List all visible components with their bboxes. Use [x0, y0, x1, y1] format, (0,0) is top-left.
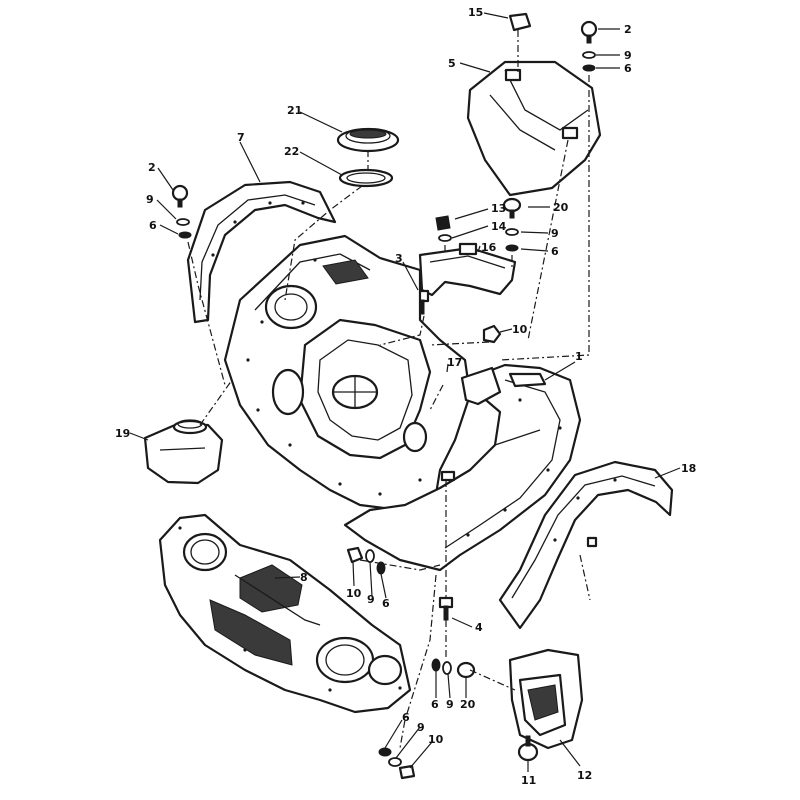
- callout-9: 9: [446, 698, 454, 711]
- part-19-reservoir-tank: [143, 419, 224, 485]
- callout-9: 9: [417, 721, 425, 734]
- hardware-2-9-6-top: [580, 20, 598, 72]
- hardware-2-9-6-left: [171, 184, 192, 239]
- callout-7: 7: [237, 131, 245, 144]
- hardware-13-14: [435, 215, 452, 242]
- callout-5: 5: [448, 57, 456, 70]
- callout-19: 19: [115, 427, 130, 440]
- callout-17: 17: [447, 356, 462, 369]
- part-1-front-fender: [343, 363, 582, 572]
- callout-6: 6: [431, 698, 439, 711]
- part-18-right-fender: [498, 460, 674, 630]
- callout-18: 18: [681, 462, 696, 475]
- callout-20: 20: [553, 201, 569, 214]
- part-5-front-cover: [466, 60, 602, 197]
- part-4-bolt: [438, 596, 454, 621]
- part-22-gasket: [338, 168, 394, 188]
- callout-21: 21: [287, 104, 302, 117]
- callout-9: 9: [367, 593, 375, 606]
- part-main-body: [223, 234, 472, 512]
- hardware-6-9-10-bottom: [378, 747, 416, 780]
- callout-9: 9: [624, 49, 632, 62]
- callout-15: 15: [468, 6, 483, 19]
- callout-11: 11: [521, 774, 536, 787]
- callout-1: 1: [575, 350, 583, 363]
- part-10-nut-upper: [482, 324, 502, 344]
- callout-10: 10: [346, 587, 362, 600]
- part-12-mud-guard: [508, 648, 584, 750]
- part-21-filler-cap: [336, 127, 400, 153]
- leader-lines: [129, 12, 681, 772]
- callout-3: 3: [395, 252, 403, 265]
- callout-2: 2: [148, 161, 156, 174]
- callout-14: 14: [491, 220, 507, 233]
- callout-20: 20: [460, 698, 476, 711]
- callout-9: 9: [146, 193, 154, 206]
- part-16-bracket: [418, 242, 517, 297]
- callout-6: 6: [382, 597, 390, 610]
- callout-6: 6: [149, 219, 157, 232]
- callout-16: 16: [481, 241, 497, 254]
- callout-13: 13: [491, 202, 506, 215]
- part-7-left-fender: [186, 180, 337, 324]
- callout-22: 22: [284, 145, 299, 158]
- callout-10: 10: [428, 733, 444, 746]
- part-8-headlight-grille: [158, 513, 412, 714]
- callout-2: 2: [624, 23, 632, 36]
- callout-9: 9: [551, 227, 559, 240]
- callout-6: 6: [551, 245, 559, 258]
- hardware-20-9-6-mid: [502, 197, 522, 252]
- alignment-lines: [187, 30, 591, 749]
- part-15-clip: [508, 12, 532, 32]
- callout-6: 6: [624, 62, 632, 75]
- hardware-6-9-20-lower: [431, 658, 476, 679]
- callout-4: 4: [475, 621, 483, 634]
- callout-12: 12: [577, 769, 592, 782]
- callout-10: 10: [512, 323, 528, 336]
- callout-6: 6: [402, 711, 410, 724]
- callout-8: 8: [300, 571, 308, 584]
- callout-labels: 15 2 9 6 5 21 22 7 2 9 6 13 14 16 20 9 6…: [115, 6, 696, 787]
